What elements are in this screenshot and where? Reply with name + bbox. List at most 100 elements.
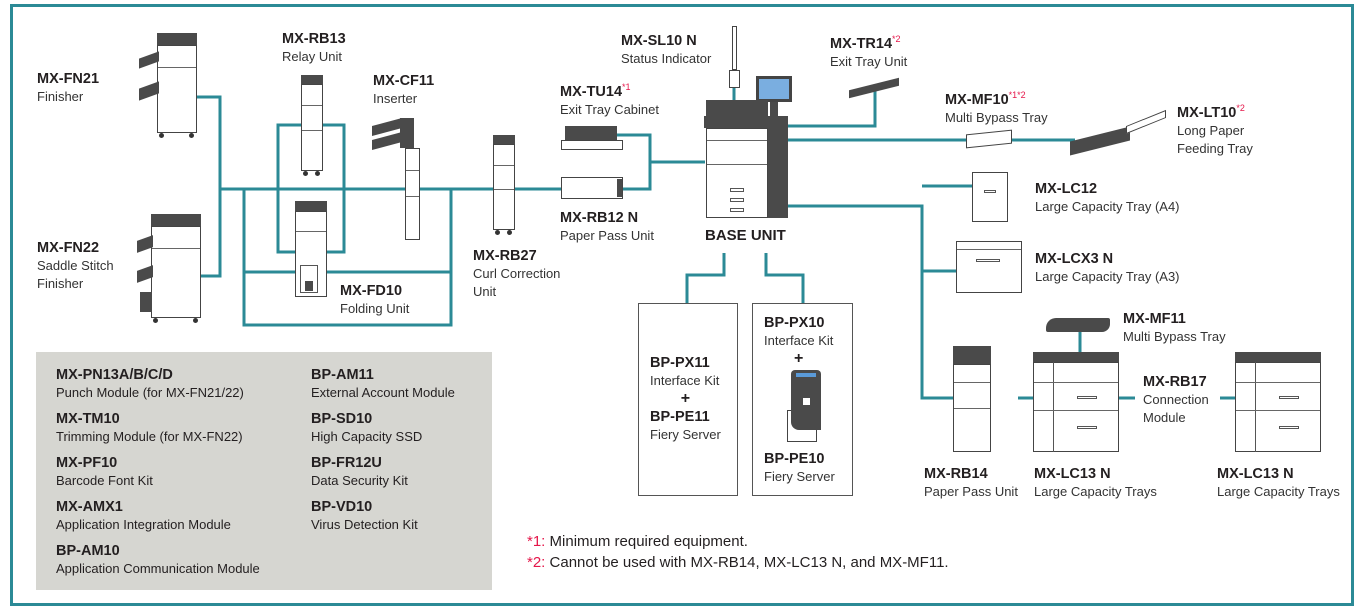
label-pe10: BP-PE10 Fiery Server xyxy=(764,450,835,486)
option-desc: Application Integration Module xyxy=(56,517,231,532)
desc: Exit Tray Unit xyxy=(830,53,908,69)
code-text: MX-TR14 xyxy=(830,35,893,52)
lc13n-image-2 xyxy=(1235,352,1321,454)
desc: Exit Tray Cabinet xyxy=(560,101,659,117)
option-desc: Virus Detection Kit xyxy=(311,517,418,532)
footnote-2: *2: Cannot be used with MX-RB14, MX-LC13… xyxy=(527,552,949,573)
desc: Feeding Tray xyxy=(1177,140,1253,156)
option-item: MX-AMX1 Application Integration Module xyxy=(56,499,231,533)
line-tr14 xyxy=(785,90,877,128)
option-desc: Punch Module (for MX-FN21/22) xyxy=(56,385,244,400)
footnote-mark: *1 xyxy=(622,82,631,92)
finisher-fn22-image xyxy=(135,214,205,324)
desc: Fiery Server xyxy=(650,427,721,442)
diagram-frame xyxy=(10,4,1354,606)
code: BP-PE11 xyxy=(650,409,710,425)
label-rb12n: MX-RB12 N Paper Pass Unit xyxy=(560,209,654,245)
code: MX-RB13 xyxy=(282,31,346,47)
bypass-tray-mf10-image xyxy=(966,129,1012,150)
desc: Multi Bypass Tray xyxy=(1123,329,1226,344)
desc: Saddle Stitch xyxy=(37,258,114,273)
code: MX-LC13 N xyxy=(1034,466,1111,482)
fiery-server-image xyxy=(787,370,821,444)
line-px10 xyxy=(764,253,805,303)
code: MX-SL10 N xyxy=(621,33,697,49)
exit-tray-tr14-image xyxy=(849,77,899,99)
code: MX-TU14*1 xyxy=(560,78,659,101)
plus-sign: + xyxy=(680,390,691,407)
folding-unit-fd10-image xyxy=(294,201,328,301)
footnotes: *1: Minimum required equipment. *2: Cann… xyxy=(527,531,949,573)
code: MX-CF11 xyxy=(373,73,435,89)
label-fn22: MX-FN22 Saddle Stitch Finisher xyxy=(37,239,114,293)
code: MX-FD10 xyxy=(340,283,403,299)
option-item: MX-PF10 Barcode Font Kit xyxy=(56,455,153,489)
option-item: BP-SD10 High Capacity SSD xyxy=(311,411,422,445)
line-fn21 xyxy=(196,95,222,278)
desc: Finisher xyxy=(37,276,84,291)
long-paper-tray-lt10-image xyxy=(1070,108,1166,156)
label-rb27: MX-RB27 Curl Correction Unit xyxy=(473,247,560,301)
fiery-box-px11: BP-PX11 Interface Kit + BP-PE11 Fiery Se… xyxy=(638,303,738,496)
plus-sign: + xyxy=(794,350,804,367)
code: MX-LC13 N xyxy=(1217,466,1294,482)
fiery-box-px10: BP-PX10 Interface Kit + BP-PE10 Fiery Se… xyxy=(752,303,853,496)
code-text: MX-LT10 xyxy=(1177,104,1237,121)
desc: Finisher xyxy=(37,89,84,104)
desc: Large Capacity Tray (A4) xyxy=(1035,199,1180,214)
desc: Long Paper xyxy=(1177,122,1245,138)
option-item: BP-AM11 External Account Module xyxy=(311,367,455,401)
option-code: MX-PN13A/B/C/D xyxy=(56,367,173,383)
label-lc12: MX-LC12 Large Capacity Tray (A4) xyxy=(1035,180,1180,216)
lc13n-image-1 xyxy=(1033,352,1119,454)
desc: Status Indicator xyxy=(621,51,712,66)
label-fn21: MX-FN21 Finisher xyxy=(37,70,99,106)
line-px11 xyxy=(685,253,726,303)
option-code: MX-PF10 xyxy=(56,455,118,471)
label-lc13n-1: MX-LC13 N Large Capacity Trays xyxy=(1034,465,1157,501)
label-px11: BP-PX11 Interface Kit + BP-PE11 Fiery Se… xyxy=(650,354,721,444)
desc: Interface Kit xyxy=(764,333,834,348)
option-code: BP-AM10 xyxy=(56,543,120,559)
option-desc: High Capacity SSD xyxy=(311,429,423,444)
label-lc13n-2: MX-LC13 N Large Capacity Trays xyxy=(1217,465,1340,501)
desc: Paper Pass Unit xyxy=(924,484,1018,499)
option-item: BP-AM10 Application Communication Module xyxy=(56,543,260,577)
code: MX-TR14*2 xyxy=(830,30,907,53)
option-code: BP-FR12U xyxy=(311,455,382,471)
desc: Paper Pass Unit xyxy=(560,228,654,243)
code-text: MX-TU14 xyxy=(560,83,623,100)
option-item: MX-TM10 Trimming Module (for MX-FN22) xyxy=(56,411,243,445)
option-code: BP-SD10 xyxy=(311,411,373,427)
label-fd10: MX-FD10 Folding Unit xyxy=(340,282,409,318)
footnote-mark: *1*2 xyxy=(1008,90,1026,100)
label-tu14: MX-TU14*1 Exit Tray Cabinet xyxy=(560,78,659,119)
option-desc: Barcode Font Kit xyxy=(56,473,153,488)
code: BASE UNIT xyxy=(705,227,786,244)
label-tr14: MX-TR14*2 Exit Tray Unit xyxy=(830,30,907,71)
footnote-text: Cannot be used with MX-RB14, MX-LC13 N, … xyxy=(545,554,949,571)
label-rb13: MX-RB13 Relay Unit xyxy=(282,30,346,66)
status-indicator-sl10n-image xyxy=(729,26,741,88)
desc: Large Capacity Tray (A3) xyxy=(1035,269,1180,284)
option-code: BP-AM11 xyxy=(311,367,374,383)
code: MX-FN22 xyxy=(37,240,100,256)
bypass-tray-mf11-image xyxy=(1046,312,1110,336)
code: MX-RB17 xyxy=(1143,374,1207,390)
footnote-text: Minimum required equipment. xyxy=(545,533,748,550)
label-mf11: MX-MF11 Multi Bypass Tray xyxy=(1123,310,1226,346)
label-sl10n: MX-SL10 N Status Indicator xyxy=(621,32,711,68)
desc: Large Capacity Trays xyxy=(1034,484,1157,499)
code: MX-LCX3 N xyxy=(1035,251,1114,267)
label-rb14: MX-RB14 Paper Pass Unit xyxy=(924,465,1018,501)
option-code: MX-AMX1 xyxy=(56,499,123,515)
code: MX-MF11 xyxy=(1123,311,1186,327)
option-item: BP-FR12U Data Security Kit xyxy=(311,455,408,489)
label-base-unit: BASE UNIT xyxy=(705,227,786,245)
line-fd10-loop xyxy=(242,189,453,327)
label-mf10: MX-MF10*1*2 Multi Bypass Tray xyxy=(945,86,1048,127)
footnote-1: *1: Minimum required equipment. xyxy=(527,531,949,552)
option-desc: Application Communication Module xyxy=(56,561,260,576)
label-rb17: MX-RB17 Connection Module xyxy=(1143,373,1209,427)
